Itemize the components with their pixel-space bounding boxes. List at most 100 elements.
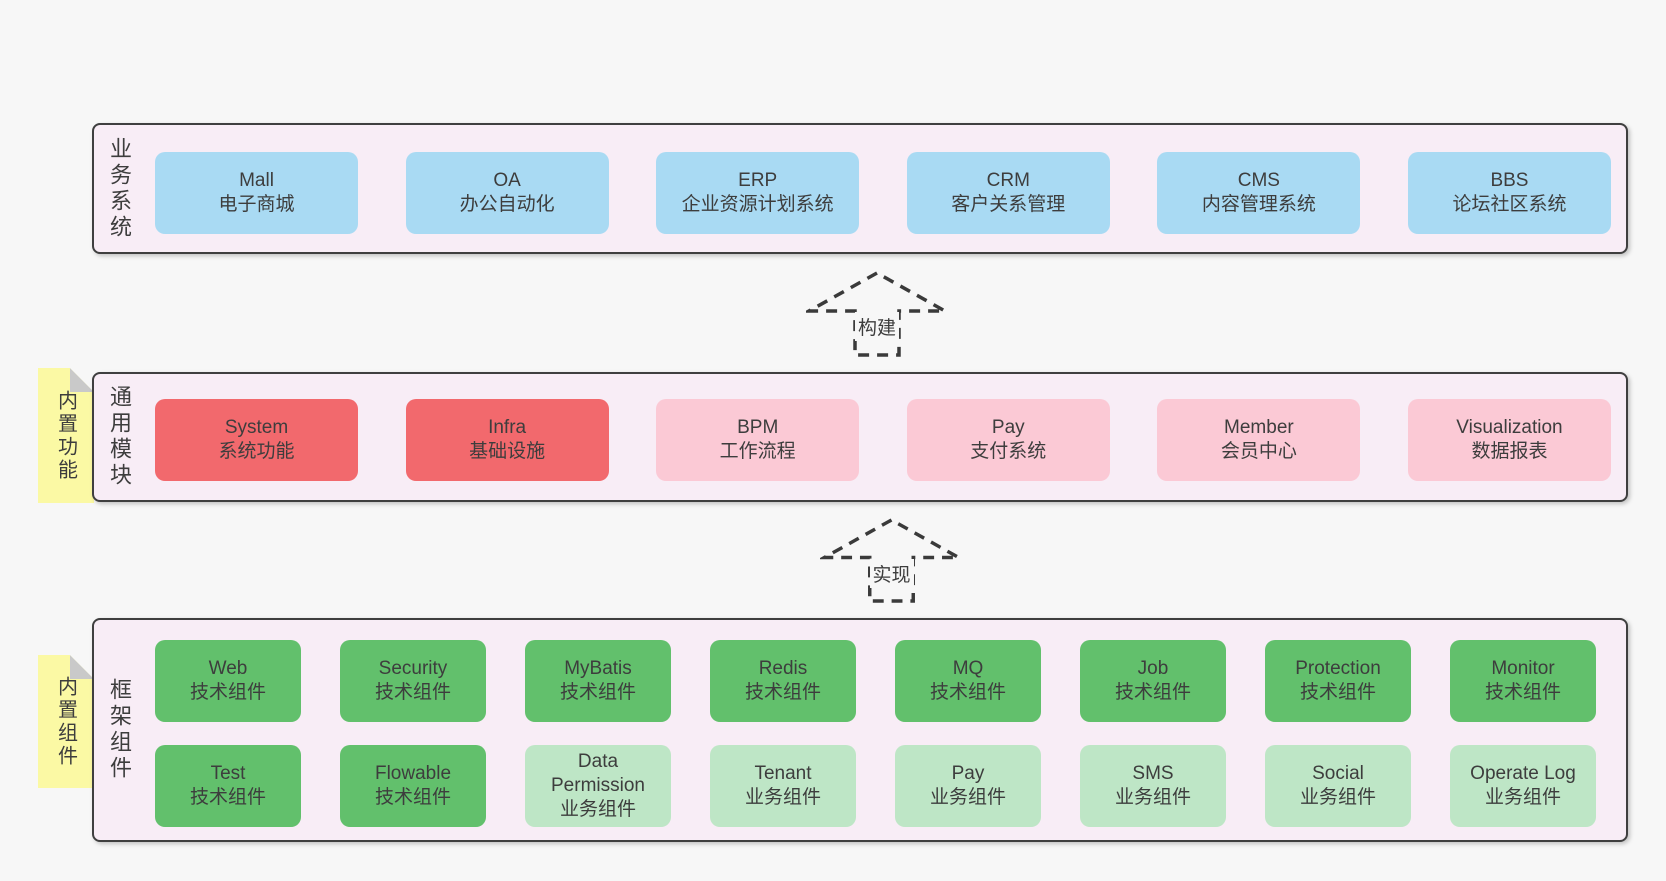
box-operate-log: Operate Log 业务组件 — [1450, 745, 1596, 827]
box-subtitle: 内容管理系统 — [1201, 194, 1316, 215]
box-pay: Pay 支付系统 — [906, 399, 1110, 481]
box-subtitle: 业务组件 — [1299, 787, 1376, 808]
box-data-permission: Data Permission 业务组件 — [525, 745, 671, 827]
box-title: MyBatis — [564, 658, 632, 679]
box-subtitle: 技术组件 — [1114, 682, 1191, 703]
box-subtitle: 企业资源计划系统 — [681, 194, 834, 215]
box-security: Security 技术组件 — [340, 640, 486, 722]
box-title: CMS — [1237, 170, 1280, 191]
box-title: Tenant — [754, 763, 812, 784]
box-test: Test 技术组件 — [155, 745, 301, 827]
box-title: Monitor — [1491, 658, 1555, 679]
sticky-built-in-components: 内置组件 — [38, 655, 94, 788]
box-subtitle: 业务组件 — [929, 787, 1006, 808]
box-title: Flowable — [374, 763, 452, 784]
box-mall: Mall 电子商城 — [155, 152, 358, 234]
box-flowable: Flowable 技术组件 — [340, 745, 486, 827]
box-title: ERP — [738, 170, 778, 191]
box-social: Social 业务组件 — [1265, 745, 1411, 827]
box-subtitle: 办公自动化 — [459, 194, 555, 215]
box-title: Job — [1137, 658, 1169, 679]
dashed-up-arrow-icon — [820, 517, 963, 603]
box-web: Web 技术组件 — [155, 640, 301, 722]
framework-box-row-1: Web 技术组件 Security 技术组件 MyBatis 技术组件 Redi… — [155, 640, 1596, 722]
box-system: System 系统功能 — [155, 399, 358, 481]
box-visualization: Visualization 数据报表 — [1407, 399, 1611, 481]
box-title: Test — [210, 763, 246, 784]
implement-arrow: 实现 — [820, 517, 963, 604]
business-box-row: Mall 电子商城 OA 办公自动化 ERP 企业资源计划系统 CRM 客户关系… — [155, 152, 1611, 234]
box-title: Pay — [991, 417, 1025, 438]
box-title: MQ — [952, 658, 984, 679]
box-title: Security — [378, 658, 448, 679]
box-title: SMS — [1132, 763, 1174, 784]
build-arrow: 构建 — [806, 270, 948, 358]
box-subtitle: 业务组件 — [744, 787, 821, 808]
box-crm: CRM 客户关系管理 — [906, 152, 1110, 234]
box-subtitle: 技术组件 — [929, 682, 1006, 703]
layer-business-systems: 业务系统 Mall 电子商城 OA 办公自动化 ERP 企业资源计划系统 CRM… — [92, 123, 1628, 254]
box-member: Member 会员中心 — [1157, 399, 1361, 481]
box-title: BBS — [1490, 170, 1529, 191]
box-redis: Redis 技术组件 — [710, 640, 856, 722]
box-title: Web — [208, 658, 248, 679]
layer-label-framework: 框架组件 — [107, 678, 132, 782]
folded-corner-icon — [70, 368, 94, 392]
box-bpm: BPM 工作流程 — [656, 399, 860, 481]
box-monitor: Monitor 技术组件 — [1450, 640, 1596, 722]
box-title: OA — [493, 170, 521, 191]
box-erp: ERP 企业资源计划系统 — [656, 152, 860, 234]
box-subtitle: 系统功能 — [218, 441, 295, 462]
box-sms: SMS 业务组件 — [1080, 745, 1226, 827]
box-subtitle: 技术组件 — [1299, 682, 1376, 703]
box-subtitle: 业务组件 — [559, 799, 636, 820]
box-title: System — [224, 417, 289, 438]
box-subtitle: 技术组件 — [189, 682, 266, 703]
box-title: BPM — [737, 417, 779, 438]
box-subtitle: 技术组件 — [1484, 682, 1561, 703]
box-title: CRM — [986, 170, 1030, 191]
box-tenant: Tenant 业务组件 — [710, 745, 856, 827]
box-subtitle: 技术组件 — [189, 787, 266, 808]
box-subtitle: 技术组件 — [374, 787, 451, 808]
box-subtitle: 技术组件 — [374, 682, 451, 703]
box-subtitle: 技术组件 — [744, 682, 821, 703]
box-title: Pay — [951, 763, 985, 784]
build-arrow-label: 构建 — [854, 312, 900, 341]
box-subtitle: 技术组件 — [559, 682, 636, 703]
box-title: Operate Log — [1470, 763, 1576, 784]
box-title: Visualization — [1456, 417, 1563, 438]
sticky-built-in-functions: 内置功能 — [38, 368, 94, 503]
box-title: Infra — [488, 417, 527, 438]
layer-common-modules: 通用模块 System 系统功能 Infra 基础设施 BPM 工作流程 Pay… — [92, 372, 1628, 502]
box-subtitle: 支付系统 — [970, 441, 1047, 462]
box-title: Redis — [758, 658, 808, 679]
box-oa: OA 办公自动化 — [405, 152, 609, 234]
sticky-text: 内置功能 — [54, 389, 77, 482]
layer-label-business: 业务系统 — [107, 136, 132, 241]
box-title: Social — [1312, 763, 1364, 784]
box-protection: Protection 技术组件 — [1265, 640, 1411, 722]
box-mybatis: MyBatis 技术组件 — [525, 640, 671, 722]
box-bbs: BBS 论坛社区系统 — [1407, 152, 1611, 234]
layer-label-modules: 通用模块 — [107, 385, 132, 489]
implement-arrow-label: 实现 — [869, 559, 914, 588]
box-cms: CMS 内容管理系统 — [1157, 152, 1361, 234]
box-title: Data Permission — [551, 751, 645, 796]
box-subtitle: 工作流程 — [719, 441, 796, 462]
box-subtitle: 基础设施 — [469, 441, 546, 462]
box-subtitle: 业务组件 — [1114, 787, 1191, 808]
box-title: Member — [1224, 417, 1294, 438]
box-subtitle: 业务组件 — [1484, 787, 1561, 808]
box-job: Job 技术组件 — [1080, 640, 1226, 722]
box-subtitle: 数据报表 — [1471, 441, 1548, 462]
box-mq: MQ 技术组件 — [895, 640, 1041, 722]
box-subtitle: 论坛社区系统 — [1452, 194, 1567, 215]
box-infra: Infra 基础设施 — [405, 399, 609, 481]
box-title: Protection — [1295, 658, 1381, 679]
modules-box-row: System 系统功能 Infra 基础设施 BPM 工作流程 Pay 支付系统… — [155, 399, 1611, 481]
dashed-up-arrow-icon — [806, 270, 948, 357]
framework-box-row-2: Test 技术组件 Flowable 技术组件 Data Permission … — [155, 745, 1596, 827]
box-title: Mall — [239, 170, 274, 191]
